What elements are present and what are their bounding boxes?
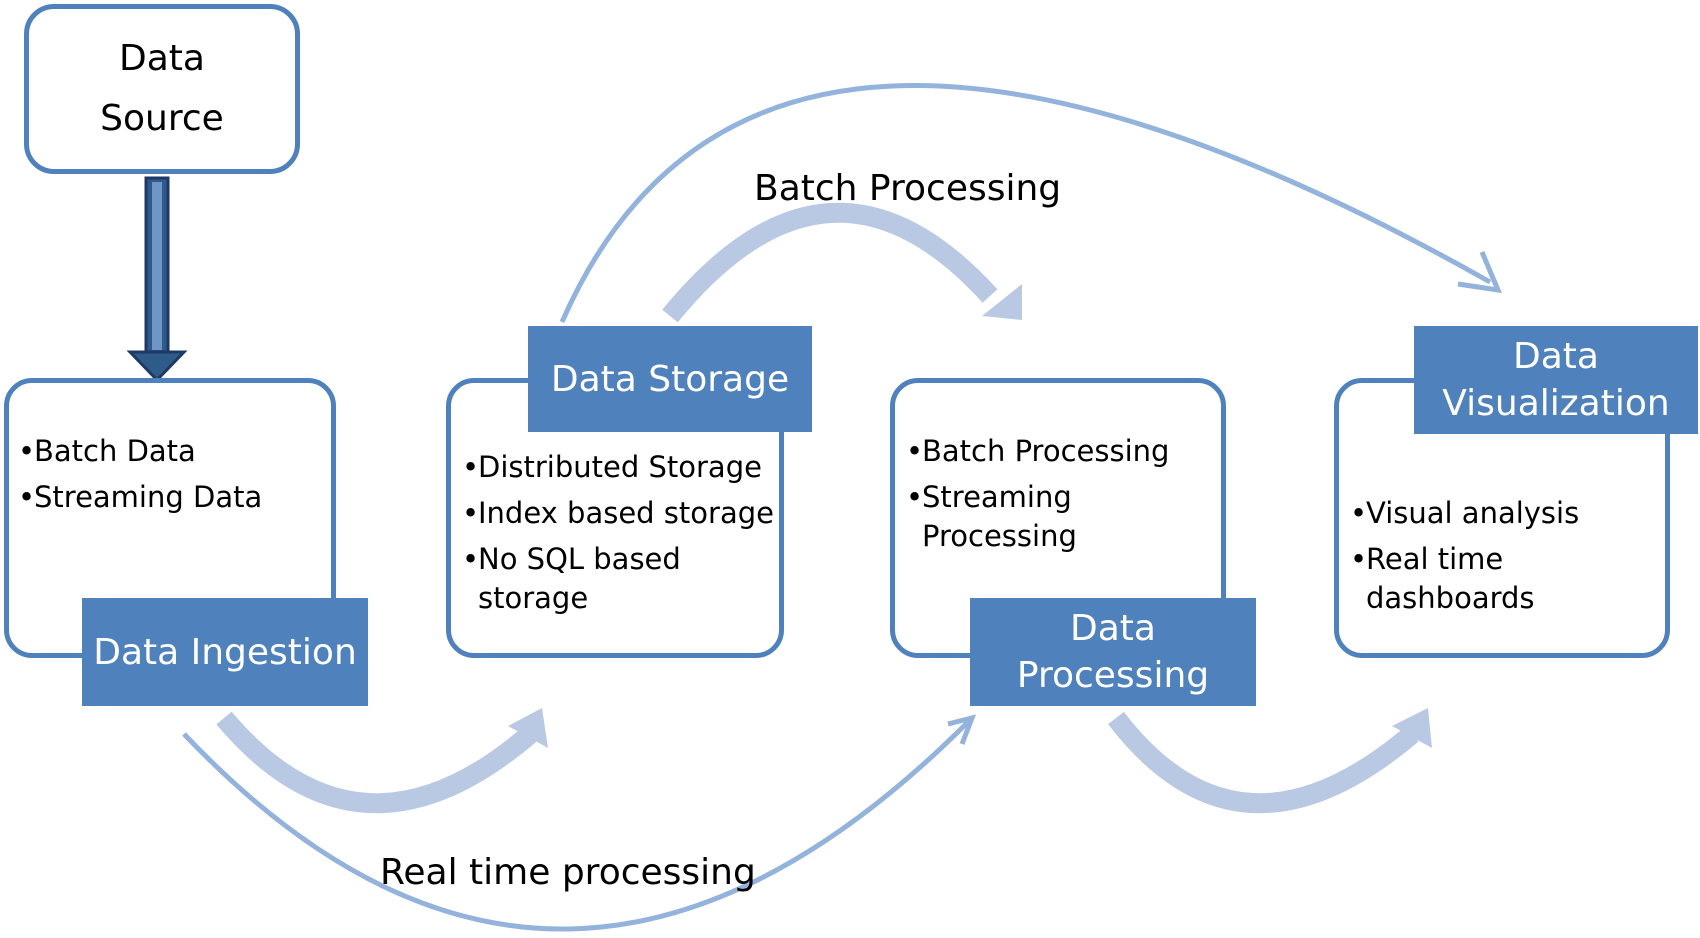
data-processing-label: Data Processing	[970, 598, 1256, 706]
data-visualization-label-line-2: Visualization	[1442, 383, 1670, 424]
data-source-title-line-2: Source	[100, 98, 224, 139]
realtime-processing-arc	[182, 714, 977, 932]
storage-to-visualization-arc	[559, 83, 1503, 324]
data-visualization-label-line-1: Data	[1513, 336, 1599, 377]
bullet-item: Index based storage	[462, 494, 780, 533]
batch-processing-arrow	[662, 202, 1022, 323]
batch-processing-caption: Batch Processing	[754, 168, 1062, 209]
ingestion-to-storage-arrow	[216, 708, 548, 814]
data-ingestion-bullets: Batch Data Streaming Data	[18, 432, 318, 524]
bullet-item: Real time dashboards	[1350, 540, 1620, 618]
bullet-item: Distributed Storage	[462, 448, 780, 487]
bullet-item: Visual analysis	[1350, 494, 1620, 533]
data-ingestion-label: Data Ingestion	[82, 598, 368, 706]
data-source-box: Data Source	[24, 4, 300, 174]
data-ingestion-label-text: Data Ingestion	[93, 631, 357, 673]
data-visualization-label: Data Visualization	[1414, 326, 1698, 434]
data-storage-label-text: Data Storage	[550, 358, 790, 400]
bullet-item: No SQL based storage	[462, 540, 780, 618]
data-processing-bullets: Batch Processing Streaming Processing	[906, 432, 1176, 563]
bullet-item: Batch Processing	[906, 432, 1176, 471]
processing-to-visualization-arrow	[1108, 708, 1432, 814]
bullet-item: Batch Data	[18, 432, 318, 471]
bullet-item: Streaming Data	[18, 478, 318, 517]
realtime-processing-caption: Real time processing	[380, 852, 756, 893]
bullet-item: Streaming Processing	[906, 478, 1176, 556]
data-source-title-line-1: Data	[119, 38, 205, 79]
data-storage-bullets: Distributed Storage Index based storage …	[462, 448, 780, 625]
data-processing-label-line-1: Data	[1070, 608, 1156, 649]
source-to-ingestion-arrow	[126, 176, 188, 383]
data-storage-label: Data Storage	[528, 326, 812, 432]
data-visualization-bullets: Visual analysis Real time dashboards	[1350, 494, 1620, 625]
data-processing-label-line-2: Processing	[1016, 655, 1210, 696]
